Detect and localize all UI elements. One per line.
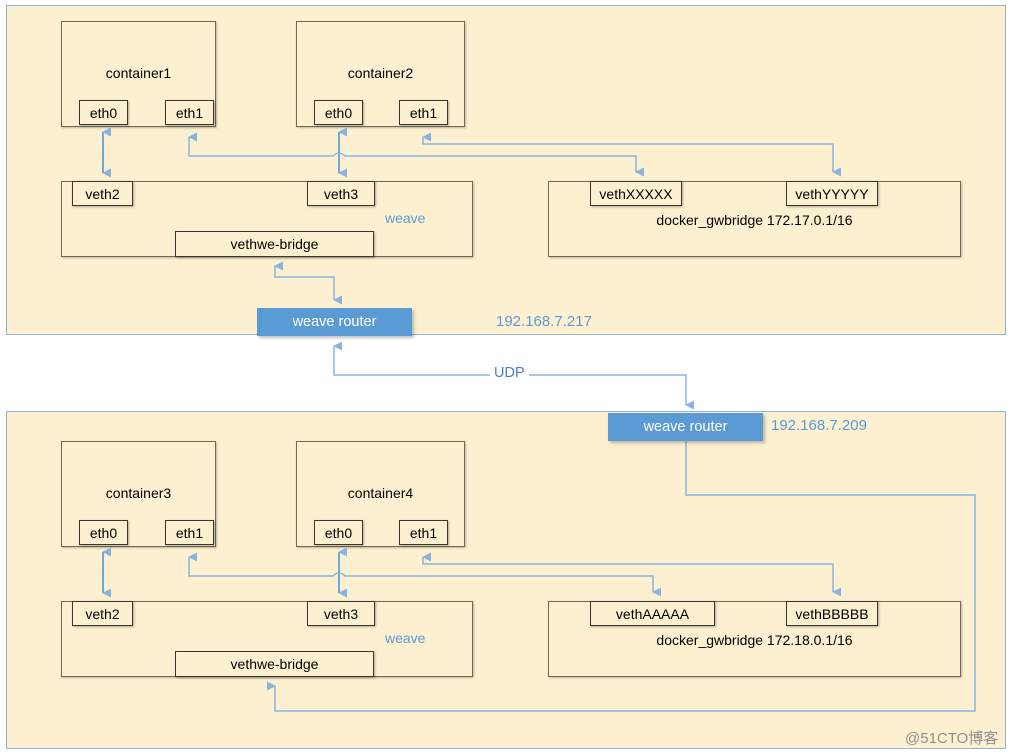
watermark: @51CTO博客	[905, 730, 999, 747]
vethwe-bridge-port-bottom: vethwe-bridge	[175, 651, 374, 677]
container1-label: container1	[105, 65, 172, 81]
docker-gwbridge-name-bottom: docker_gwbridge 172.18.0.1/16	[656, 632, 853, 648]
vethwe-bridge-port-top: vethwe-bridge	[175, 231, 374, 257]
container4-eth1-port: eth1	[399, 520, 448, 545]
container2-eth0-port: eth0	[314, 100, 363, 125]
udp-link-label: UDP	[490, 365, 529, 381]
docker-gwbridge-box-top: docker_gwbridge 172.17.0.1/16	[548, 181, 961, 257]
gwbridge-vethAAAAA-port: vethAAAAA	[590, 601, 715, 626]
weave-veth3-port-top: veth3	[307, 181, 375, 206]
host-ip-label-top: 192.168.7.217	[496, 313, 592, 330]
host-ip-label-bottom: 192.168.7.209	[771, 417, 867, 434]
gwbridge-vethBBBBB-port: vethBBBBB	[786, 601, 878, 626]
container4-label: container4	[347, 485, 414, 501]
weave-veth2-port-bottom: veth2	[72, 601, 133, 626]
gwbridge-vethYYYYY-port: vethYYYYY	[786, 181, 878, 206]
weave-veth3-port-bottom: veth3	[307, 601, 375, 626]
gwbridge-vethXXXXX-port: vethXXXXX	[590, 181, 682, 206]
weave-network-tag-top: weave	[385, 210, 426, 226]
weave-router-bottom[interactable]: weave router	[608, 413, 763, 441]
container3-eth1-port: eth1	[165, 520, 214, 545]
container3-label: container3	[105, 485, 172, 501]
weave-veth2-port-top: veth2	[72, 181, 133, 206]
container2-label: container2	[347, 65, 414, 81]
container4-eth0-port: eth0	[314, 520, 363, 545]
container2-eth1-port: eth1	[399, 100, 448, 125]
container3-eth0-port: eth0	[79, 520, 128, 545]
container1-eth1-port: eth1	[165, 100, 214, 125]
docker-gwbridge-name-top: docker_gwbridge 172.17.0.1/16	[656, 212, 853, 228]
weave-router-top[interactable]: weave router	[257, 308, 412, 336]
weave-network-tag-bottom: weave	[385, 630, 426, 646]
container1-eth0-port: eth0	[79, 100, 128, 125]
